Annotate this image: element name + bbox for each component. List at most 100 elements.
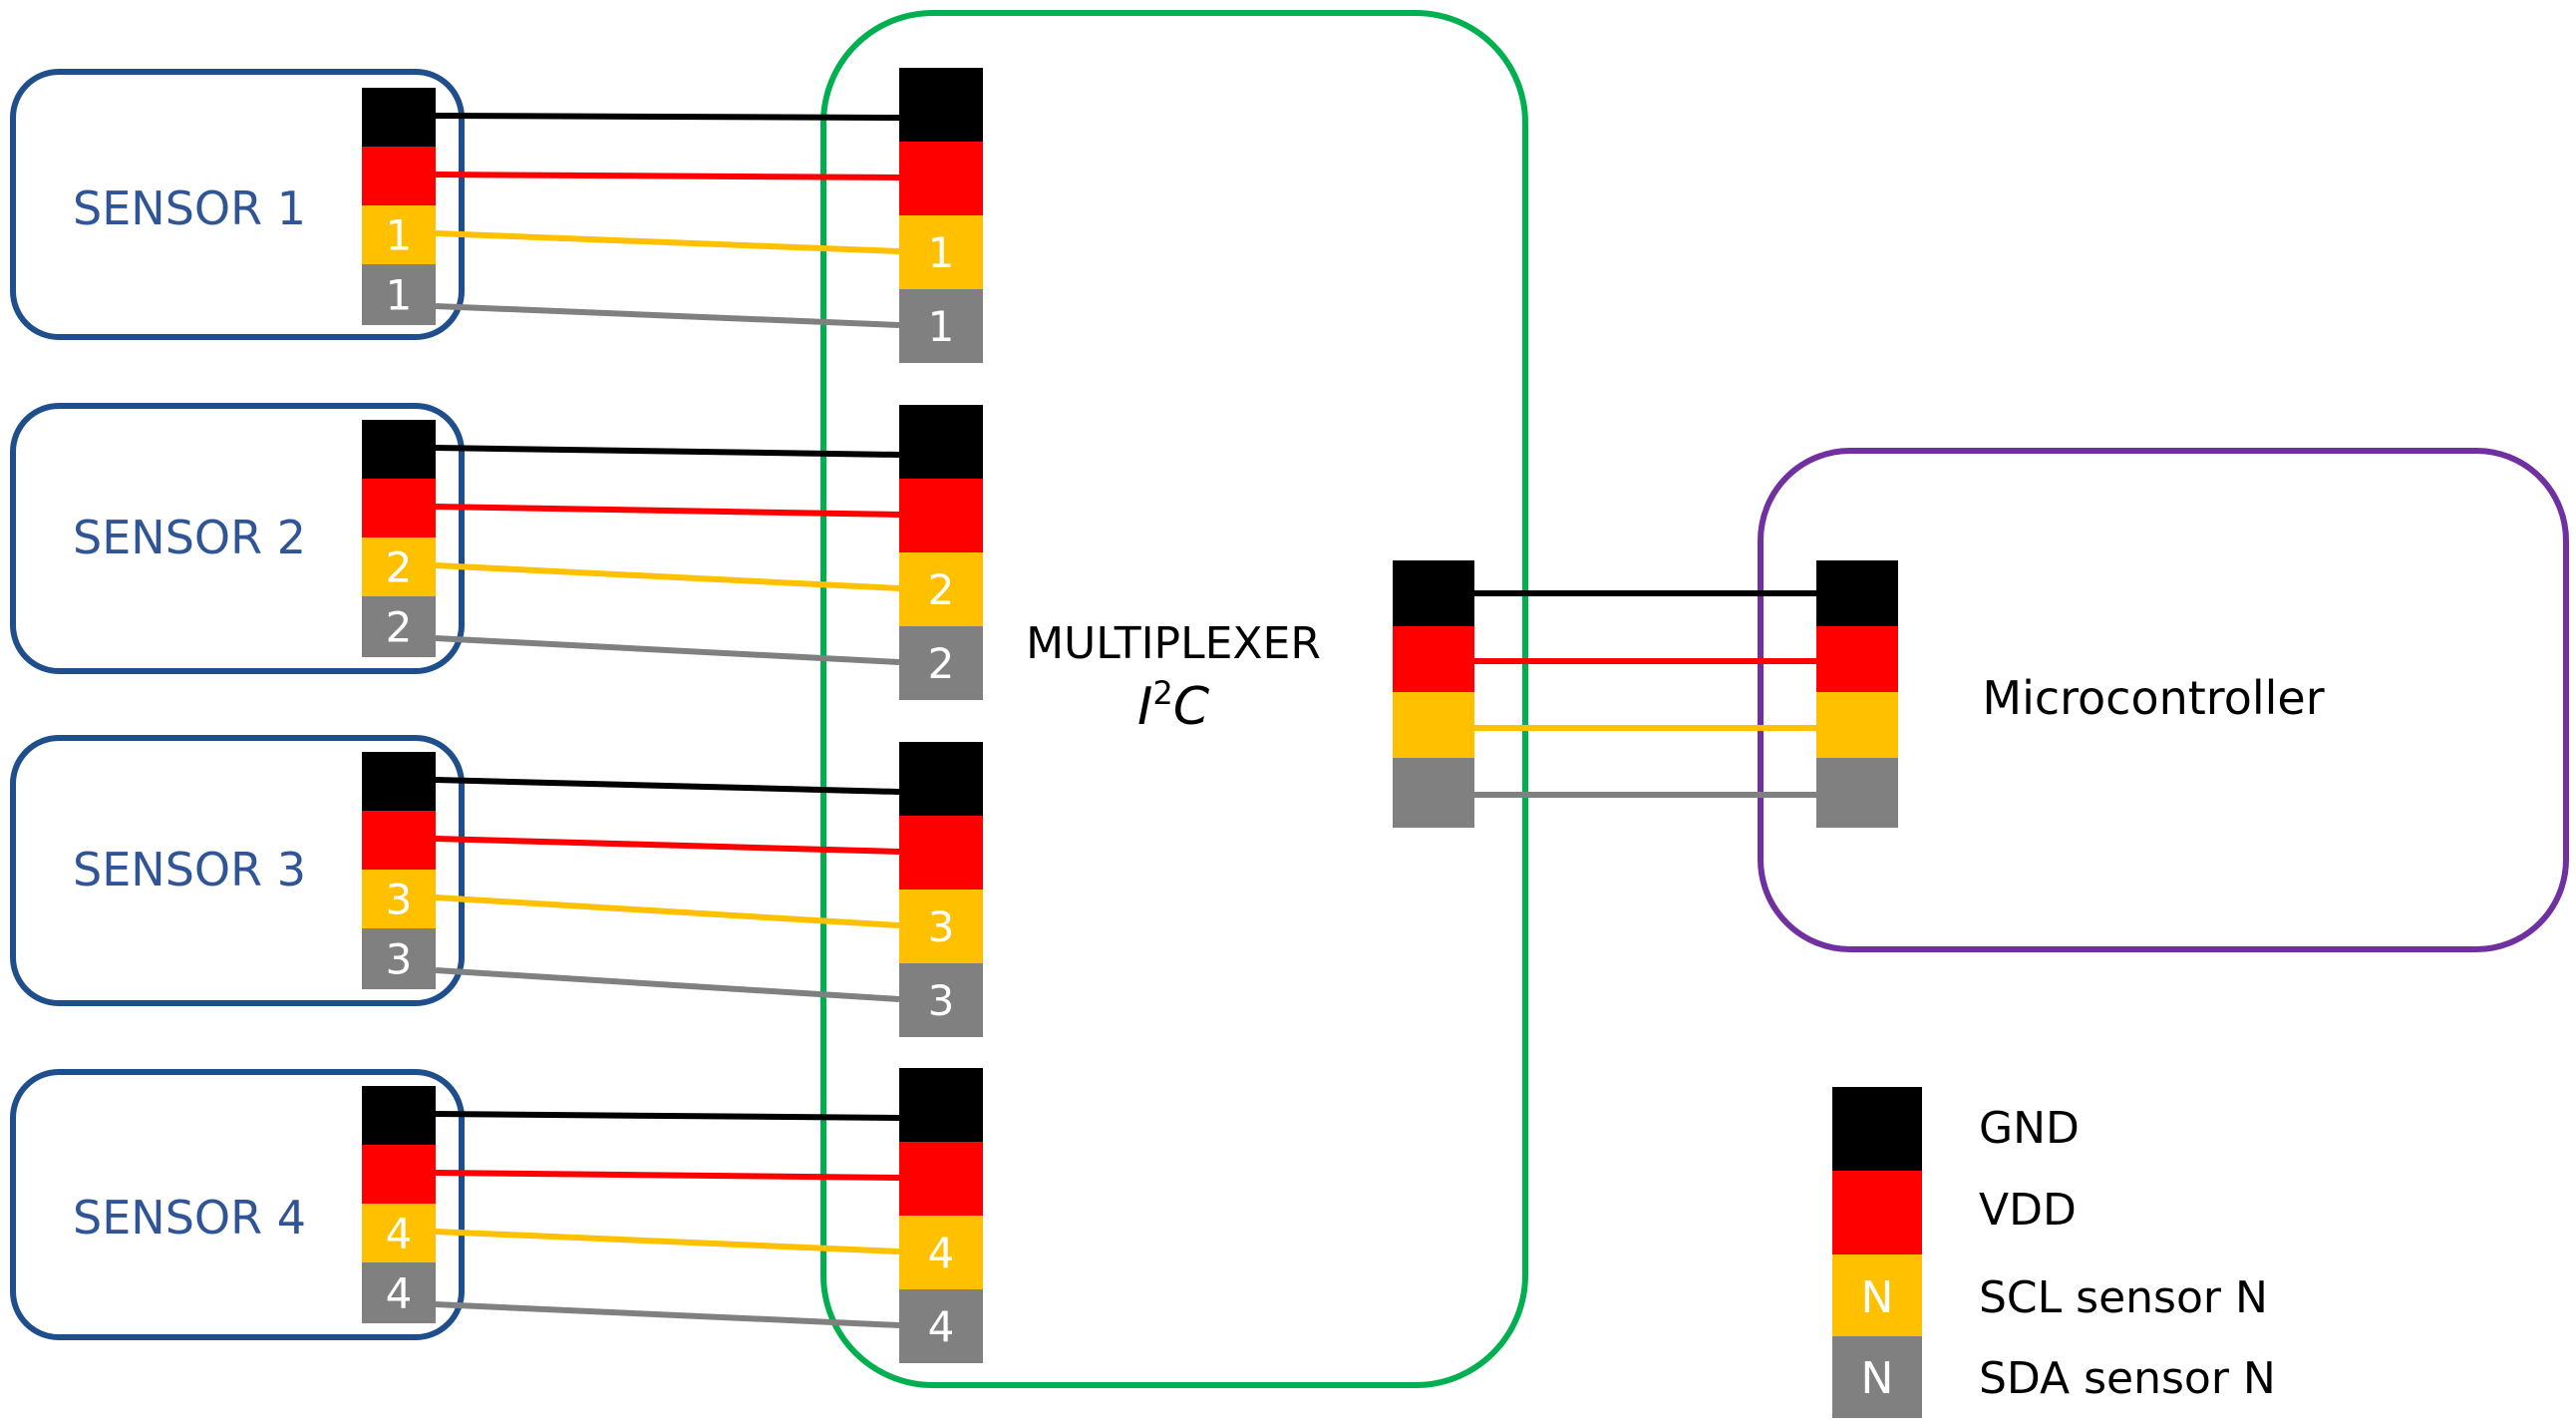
formula-superscript: 2 <box>1152 674 1172 712</box>
wires <box>435 113 1816 1328</box>
sensor-boxes <box>10 69 465 1340</box>
sensor-1-box <box>10 69 465 340</box>
sensor-2-sda-wire <box>435 635 900 665</box>
sensor-1-label: SENSOR 1 <box>73 181 306 235</box>
sensor-3-box <box>10 735 465 1006</box>
formula-tail: C <box>1173 677 1210 737</box>
sensor-2-vdd-pin <box>362 479 436 537</box>
sensor-1-sda-pin-label: 1 <box>386 271 413 320</box>
mux-in-1-scl-pin <box>899 215 983 289</box>
sensor-3-vdd-pin <box>362 811 436 870</box>
mux-in-2-vdd-pin <box>899 479 983 552</box>
sensor-2-scl-pin <box>362 537 436 596</box>
legend-scl-label: SCL sensor N <box>1979 1272 2268 1323</box>
sensor-2-sda-pin <box>362 596 436 657</box>
sensor-2-label: SENSOR 2 <box>73 511 306 564</box>
mux-out-gnd-pin <box>1393 560 1474 626</box>
sensor-2-scl-pin-label: 2 <box>386 543 413 592</box>
legend-sda-swatch <box>1832 1336 1922 1418</box>
sensor-1-scl-pin <box>362 205 436 264</box>
mux-in-3-gnd-pin <box>899 742 983 816</box>
mux-in-4-vdd-pin <box>899 1142 983 1216</box>
legend-sda-label: SDA sensor N <box>1979 1353 2276 1404</box>
multiplexer-label: MULTIPLEXER <box>1026 618 1321 669</box>
mux-in-2-scl-pin <box>899 552 983 626</box>
sensor-2-gnd-pin <box>362 420 436 479</box>
sensor-2-gnd-wire <box>435 445 900 458</box>
sensor-4-box <box>10 1069 465 1340</box>
sensor-3-label: SENSOR 3 <box>73 843 306 896</box>
multiplexer-box <box>820 10 1528 1388</box>
sensor-3-scl-pin-label: 3 <box>386 876 413 924</box>
sensor-3-sda-pin <box>362 928 436 989</box>
mux-in-4-scl-pin <box>899 1216 983 1289</box>
sensor-2-box <box>10 403 465 674</box>
mux-in-4-gnd-pin <box>899 1068 983 1142</box>
sensor-4-sda-pin <box>362 1262 436 1323</box>
formula-base: I <box>1137 677 1152 737</box>
mux-in-3-scl-pin <box>899 890 983 963</box>
legend-scl-glyph: N <box>1861 1272 1894 1323</box>
sensor-1-gnd-pin <box>362 88 436 147</box>
sensor-3-sda-wire <box>435 967 900 1002</box>
sensor-1-gnd-wire <box>435 113 900 121</box>
sensor-4-vdd-wire <box>435 1170 900 1181</box>
sensor-1-vdd-pin <box>362 147 436 205</box>
legend-vdd-label: VDD <box>1979 1185 2077 1236</box>
sensor-4-vdd-pin <box>362 1145 436 1204</box>
mux-in-1-vdd-pin <box>899 142 983 215</box>
mux-in-2-sda-pin <box>899 626 983 700</box>
mux-in-4-sda-pin-label: 4 <box>928 1302 955 1351</box>
sensor-4-label: SENSOR 4 <box>73 1191 306 1245</box>
mux-in-2-scl-pin-label: 2 <box>928 565 955 614</box>
mux-in-4-sda-pin <box>899 1289 983 1363</box>
sensor-3-scl-wire <box>435 894 900 928</box>
sensor-4-gnd-wire <box>435 1111 900 1121</box>
mux-in-3-vdd-pin <box>899 816 983 890</box>
legend-scl-swatch <box>1832 1254 1922 1336</box>
sensor-4-scl-pin-label: 4 <box>386 1210 413 1258</box>
sensor-4-sda-pin-label: 4 <box>386 1269 413 1318</box>
mux-in-4-scl-pin-label: 4 <box>928 1229 955 1277</box>
sensor-1-scl-pin-label: 1 <box>386 211 413 260</box>
microcontroller-label: Microcontroller <box>1982 671 2324 725</box>
sensor-4-sda-wire <box>435 1301 900 1328</box>
sensor-2-scl-wire <box>435 562 900 591</box>
microcontroller-box <box>1758 448 2569 952</box>
sensor-2-sda-pin-label: 2 <box>386 603 413 652</box>
sensor-2-vdd-wire <box>435 504 900 518</box>
mcu-in-sda-pin <box>1816 758 1898 828</box>
mux-in-2-gnd-pin <box>899 405 983 479</box>
sensor-4-scl-pin <box>362 1204 436 1262</box>
sensor-1-sda-pin <box>362 264 436 325</box>
legend-gnd-label: GND <box>1979 1103 2080 1154</box>
sensor-4-gnd-pin <box>362 1086 436 1145</box>
mcu-in-gnd-pin <box>1816 560 1898 626</box>
mux-in-1-sda-pin <box>899 289 983 363</box>
legend-vdd-swatch <box>1832 1171 1922 1254</box>
multiplexer-formula: I2C <box>1137 674 1210 737</box>
mux-in-2-sda-pin-label: 2 <box>928 639 955 688</box>
mux-in-3-sda-pin <box>899 963 983 1037</box>
sensor-labels: SENSOR 1 SENSOR 2 SENSOR 3 SENSOR 4 <box>73 181 306 1245</box>
sensor-1-sda-wire <box>435 303 900 328</box>
mcu-in-vdd-pin <box>1816 626 1898 692</box>
legend: N N GND VDD SCL sensor N SDA sensor N <box>1832 1087 2276 1418</box>
mux-out-scl-pin <box>1393 692 1474 758</box>
sensor-3-scl-pin <box>362 870 436 928</box>
sensor-3-gnd-pin <box>362 752 436 811</box>
sensor-3-sda-pin-label: 3 <box>386 935 413 984</box>
mux-out-vdd-pin <box>1393 626 1474 692</box>
legend-sda-glyph: N <box>1861 1353 1894 1404</box>
mux-in-1-scl-pin-label: 1 <box>928 228 955 277</box>
mux-in-3-scl-pin-label: 3 <box>928 902 955 951</box>
mcu-in-scl-pin <box>1816 692 1898 758</box>
sensor-3-gnd-wire <box>435 777 900 795</box>
sensor-4-scl-wire <box>435 1229 900 1254</box>
mux-in-1-gnd-pin <box>899 68 983 142</box>
mux-in-1-sda-pin-label: 1 <box>928 302 955 351</box>
sensor-3-vdd-wire <box>435 836 900 855</box>
sensor-1-vdd-wire <box>435 172 900 180</box>
